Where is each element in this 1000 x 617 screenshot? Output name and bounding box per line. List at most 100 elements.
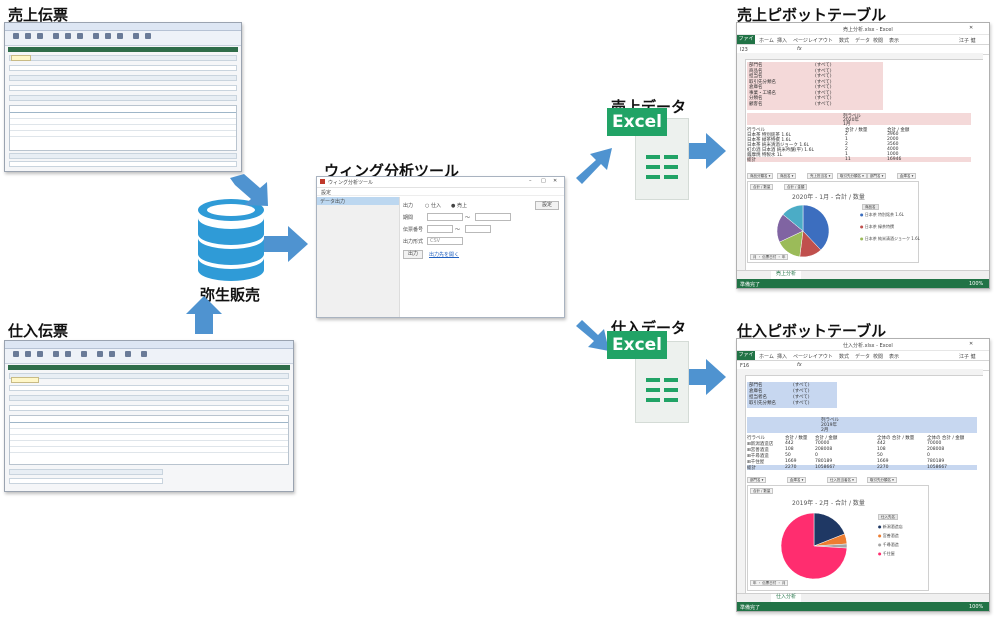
legend-field[interactable]: 仕入先名 bbox=[878, 514, 898, 520]
field-button[interactable]: 倉庫名 ▾ bbox=[897, 173, 917, 179]
legend-item: ● 千尋酒造 bbox=[878, 542, 899, 548]
tab-formulas[interactable]: 数式 bbox=[839, 38, 850, 44]
filter-value: (すべて) bbox=[815, 79, 832, 85]
table-cell: 11 bbox=[845, 157, 851, 162]
field-button[interactable]: 商品名 ▾ bbox=[777, 173, 797, 179]
pivot-header-row: 行ラベル合計 / 数量合計 / 金額全体の 合計 / 数量全体の 合計 / 金額 bbox=[747, 435, 977, 441]
tab-page-layout[interactable]: ページレイアウト bbox=[793, 38, 833, 44]
name-box[interactable]: F16 bbox=[740, 363, 750, 369]
column-label: 列ラベル bbox=[843, 114, 861, 119]
table-cell: 208008 bbox=[815, 447, 833, 452]
axis-field[interactable]: 年 ・ 伝票日付 ・ 月 bbox=[750, 580, 789, 586]
settings-button[interactable]: 設定 bbox=[535, 201, 559, 210]
field-button[interactable]: 取引先分類名 ▾ bbox=[837, 173, 867, 179]
radio-sales[interactable]: ● 売上 bbox=[451, 203, 467, 209]
wing-window-title: ウィング分析ツール bbox=[328, 180, 374, 186]
tab-data[interactable]: データ bbox=[855, 38, 871, 44]
table-cell: 2 bbox=[845, 147, 848, 152]
tab-insert[interactable]: 挿入 bbox=[777, 354, 788, 360]
minimize-icon[interactable]: – bbox=[529, 178, 532, 184]
value-field-button[interactable]: 合計 / 数量 bbox=[750, 184, 774, 190]
field-button[interactable]: 倉庫名 ▾ bbox=[787, 477, 807, 483]
format-select[interactable]: CSV bbox=[427, 237, 463, 245]
menu-settings[interactable]: 設定 bbox=[321, 190, 332, 196]
filter-value: (すべて) bbox=[815, 85, 832, 90]
chart-title: 2020年 - 1月 - 合計 / 数量 bbox=[792, 194, 865, 201]
legend-field[interactable]: 商品名 bbox=[862, 204, 879, 210]
tab-home[interactable]: ホーム bbox=[759, 354, 774, 360]
value-field-button[interactable]: 合計 / 数量 bbox=[750, 488, 774, 494]
purchase-pivot-label: 仕入ピボットテーブル bbox=[737, 322, 887, 340]
arrow-wing-to-purchase-data bbox=[576, 320, 609, 351]
filter-area: 部門名(すべて)倉庫名(すべて)担当者名(すべて)取引先分類名(すべて) bbox=[747, 382, 837, 408]
tab-data[interactable]: データ bbox=[855, 354, 871, 360]
table-cell: 1 bbox=[845, 137, 848, 142]
open-output-link[interactable]: 出力先を開く bbox=[429, 252, 460, 258]
legend-swatch: ● bbox=[878, 542, 883, 547]
legend-label: 新潟酒造店 bbox=[882, 524, 903, 529]
sidebar-item-data-output[interactable]: データ出力 bbox=[317, 197, 399, 205]
sales-pivot-table: 列ラベル 2020年 1月 行ラベル合計 / 数量合計 / 金額日本茶 特別銘茶… bbox=[747, 113, 971, 167]
tab-view[interactable]: 表示 bbox=[889, 354, 900, 360]
filter-label: 商品名 bbox=[749, 68, 763, 74]
table-cell: 3960 bbox=[887, 132, 899, 137]
table-cell: 442 bbox=[785, 441, 794, 446]
tab-view[interactable]: 表示 bbox=[889, 38, 900, 44]
sales-excel-icon: Excel bbox=[607, 108, 689, 200]
pie-slice bbox=[802, 204, 830, 251]
slip-no-start-field[interactable] bbox=[427, 225, 453, 233]
table-cell: 0 bbox=[815, 453, 818, 458]
arrow-db-to-wing bbox=[264, 226, 308, 262]
value-field-button[interactable]: 合計 / 金額 bbox=[784, 184, 808, 190]
tab-home[interactable]: ホーム bbox=[759, 38, 774, 44]
zoom-level: 100% bbox=[969, 604, 984, 610]
field-button[interactable]: 商品分類名 ▾ bbox=[747, 173, 774, 179]
arrow-to-sales-pivot bbox=[685, 133, 726, 169]
tab-page-layout[interactable]: ページレイアウト bbox=[793, 354, 833, 360]
legend-label: 千尋酒造 bbox=[882, 542, 899, 547]
table-cell: 行ラベル bbox=[747, 436, 765, 441]
radio-purchase[interactable]: ○ 仕入 bbox=[425, 203, 441, 209]
sales-excel-window: 売上分析.xlsx - Excel ✕ ファイル ホーム 挿入 ページレイアウト… bbox=[736, 22, 990, 289]
excel-badge: Excel bbox=[607, 331, 667, 359]
output-button[interactable]: 出力 bbox=[403, 250, 423, 259]
tab-review[interactable]: 校閲 bbox=[873, 38, 884, 44]
tab-insert[interactable]: 挿入 bbox=[777, 38, 788, 44]
filter-label: 事業・工場名 bbox=[749, 90, 776, 96]
table-cell: ⊞新潟酒造店 bbox=[747, 442, 774, 447]
close-icon[interactable]: ✕ bbox=[969, 25, 974, 31]
fx-icon: fx bbox=[797, 46, 802, 52]
filter-value: (すべて) bbox=[793, 401, 810, 406]
name-box[interactable]: I23 bbox=[740, 47, 748, 53]
tab-file[interactable]: ファイル bbox=[737, 351, 755, 367]
slip-no-end-field[interactable] bbox=[465, 225, 491, 233]
table-cell: 70000 bbox=[815, 441, 830, 446]
axis-field[interactable]: 月 ・ 伝票日付 ・ 年 bbox=[750, 254, 789, 260]
pie-slice bbox=[813, 512, 846, 547]
table-cell: 紅の酒 日本酒 純米吟醸(平) 1.6L bbox=[747, 148, 814, 153]
filter-value: (すべて) bbox=[815, 68, 832, 74]
table-cell: 16946 bbox=[887, 157, 902, 162]
tab-formulas[interactable]: 数式 bbox=[839, 354, 850, 360]
sidebar-item-label: データ出力 bbox=[320, 199, 346, 205]
field-button[interactable]: 部門名 ▾ bbox=[867, 173, 887, 179]
field-button[interactable]: 仕入担当者名 ▾ bbox=[827, 477, 857, 483]
legend-item: ● 新潟酒造店 bbox=[878, 524, 903, 530]
field-button[interactable]: 部門名 ▾ bbox=[747, 477, 767, 483]
period-end-field[interactable] bbox=[475, 213, 511, 221]
table-cell: ⊞千住屋 bbox=[747, 460, 765, 465]
tab-file[interactable]: ファイル bbox=[737, 35, 755, 51]
field-button[interactable]: 取引先分類名 ▾ bbox=[867, 477, 897, 483]
table-cell: 行ラベル bbox=[747, 128, 765, 133]
maximize-icon[interactable]: □ bbox=[541, 178, 546, 184]
period-start-field[interactable] bbox=[427, 213, 463, 221]
close-icon[interactable]: ✕ bbox=[969, 341, 974, 347]
wing-sidebar: データ出力 bbox=[317, 197, 400, 317]
tab-review[interactable]: 校閲 bbox=[873, 354, 884, 360]
close-icon[interactable]: ✕ bbox=[553, 178, 558, 184]
field-button[interactable]: 売上担当名 ▾ bbox=[807, 173, 834, 179]
